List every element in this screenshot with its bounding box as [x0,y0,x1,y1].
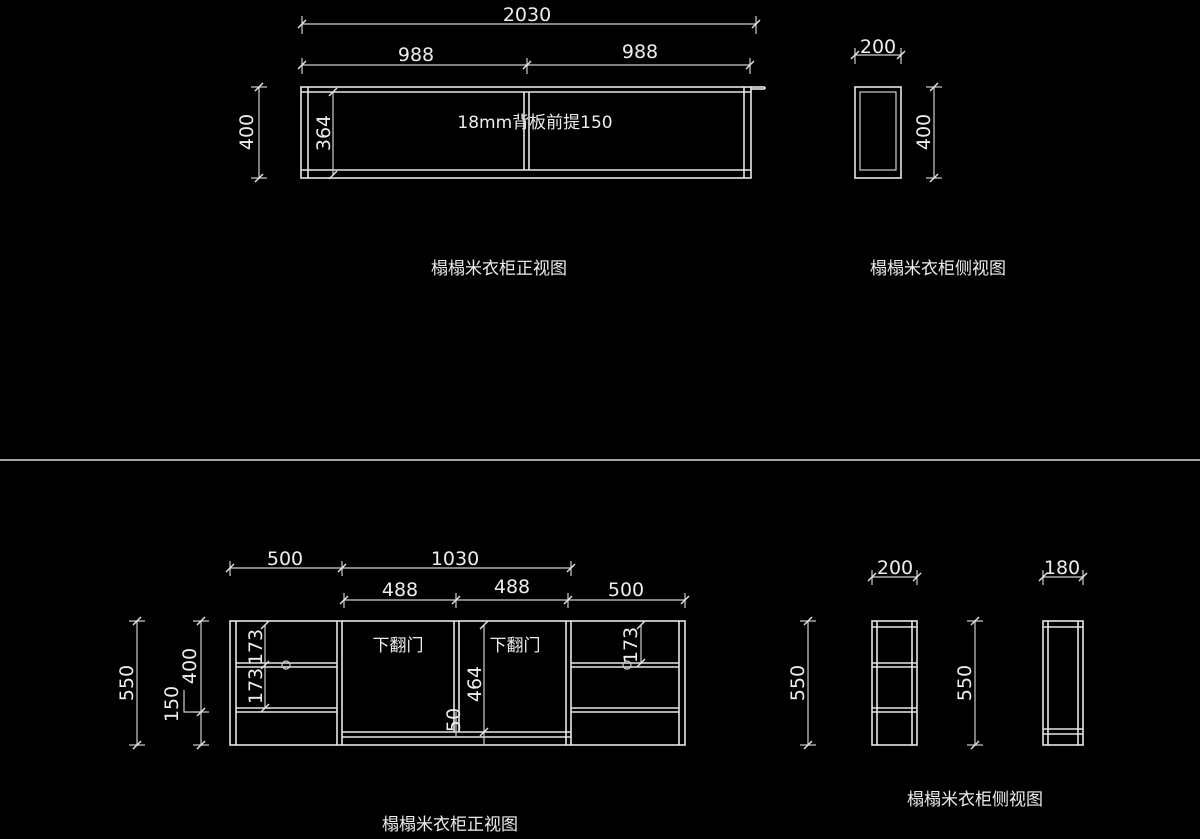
dim-half-widths: 988 988 [297,41,755,74]
caption-bottom-front: 榻榻米衣柜正视图 [382,815,518,835]
dim-label-400: 400 [236,114,258,150]
dim-label-173-lower: 173 [245,668,267,704]
dim-height-400: 400 [236,82,267,183]
caption-top-front: 榻榻米衣柜正视图 [431,259,567,279]
dim-label-2030: 2030 [503,4,551,26]
cabinet-body-top [300,86,766,179]
dim-label-150: 150 [161,686,183,722]
caption-bottom-side: 榻榻米衣柜侧视图 [907,790,1043,810]
dim-label-988-left: 988 [398,44,434,66]
dim-label-side-550-b: 550 [954,665,976,701]
dim-label-464: 464 [464,666,486,702]
dim-label-side-200: 200 [877,557,913,579]
side-b: 180 550 [954,557,1088,750]
side-a: 200 550 [787,557,922,750]
side-body-top [854,86,902,179]
dim-label-50: 50 [443,708,465,732]
bottom-side-views: 200 550 180 [787,557,1088,810]
dim-label-500-right: 500 [608,579,644,601]
caption-top-side: 榻榻米衣柜侧视图 [870,259,1006,279]
dim-side-height-400: 400 [913,82,942,183]
dim-row-2: 488 488 500 [339,576,690,608]
dim-label-500-left: 500 [267,548,303,570]
dim-label-173-right: 173 [620,627,642,663]
dim-label-488-right: 488 [494,576,530,598]
dim-label-side-400: 400 [913,114,935,150]
top-front-view: 2030 988 988 400 [236,4,766,279]
bottom-front-view: 500 1030 488 488 500 550 [116,548,690,835]
door-label-left: 下翻门 [373,636,424,656]
dim-label-364: 364 [313,115,335,151]
dim-label-side-180: 180 [1044,557,1080,579]
dim-label-988-right: 988 [622,41,658,63]
dim-label-400-lower: 400 [179,648,201,684]
dim-label-173-upper: 173 [245,629,267,665]
back-panel-note: 18mm背板前提150 [457,113,612,133]
dim-label-side-550-a: 550 [787,665,809,701]
dim-label-488-left: 488 [382,579,418,601]
dim-label-1030: 1030 [431,548,479,570]
dim-height-550: 550 [116,616,145,750]
dim-row-1: 500 1030 [225,548,576,576]
top-side-view: 200 400 榻榻米衣柜侧视图 [850,36,1006,279]
door-label-right: 下翻门 [490,636,541,656]
dim-shelf-left: 173 173 [245,620,270,713]
dim-label-200: 200 [860,36,896,58]
dim-total-width: 2030 [297,4,761,34]
dim-height-400-150: 400 150 [161,616,209,750]
dim-label-550: 550 [116,665,138,701]
dim-inner-364: 364 [313,87,338,180]
dim-door-464: 464 [464,620,489,744]
dim-shelf-right: 173 [620,620,646,668]
dim-gap-50: 50 [443,708,465,737]
dim-depth-200: 200 [850,36,906,64]
